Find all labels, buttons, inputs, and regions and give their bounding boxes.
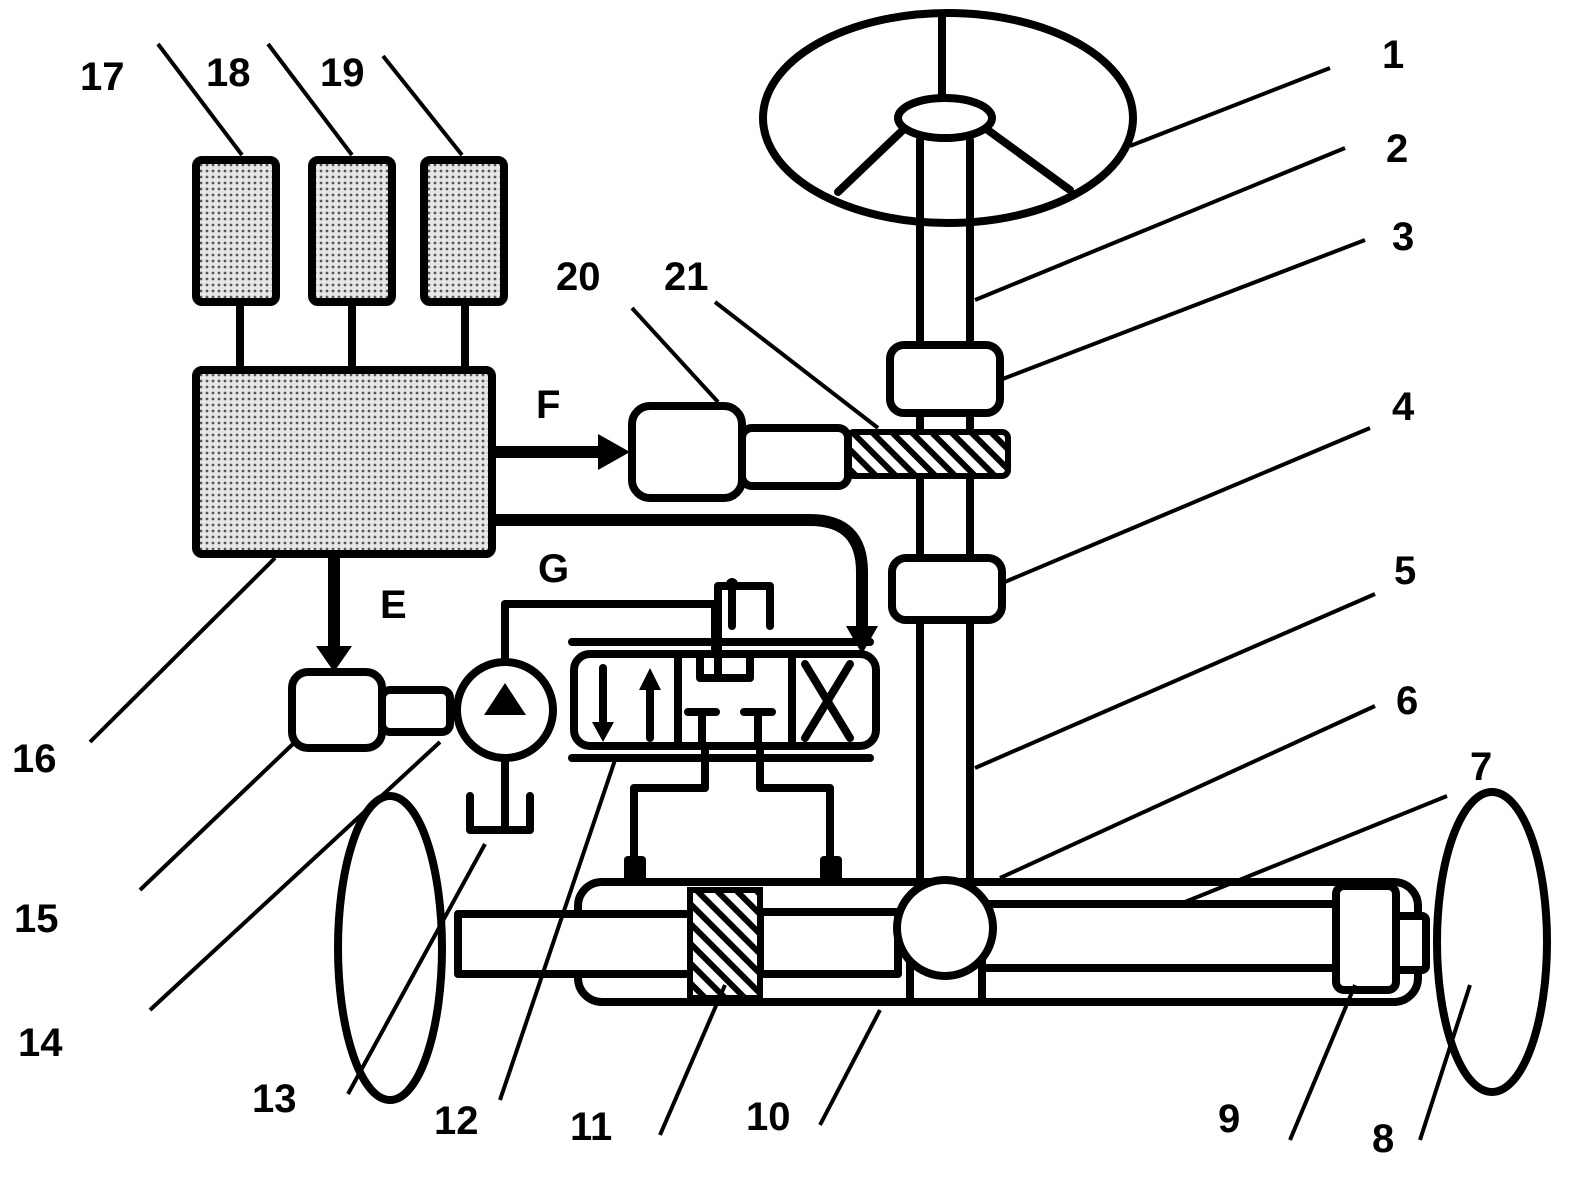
- label-7: 7: [1470, 745, 1492, 789]
- lower-sensor: [892, 558, 1002, 620]
- right-wheel: [1437, 792, 1547, 1092]
- signal-e-arrow: [316, 554, 352, 672]
- label-20: 20: [556, 255, 601, 299]
- label-19: 19: [320, 51, 365, 95]
- label-14: 14: [18, 1021, 63, 1065]
- label-4: 4: [1392, 385, 1415, 429]
- assist-motor: [632, 406, 848, 498]
- sensor-boxes: [196, 160, 504, 372]
- label-5: 5: [1394, 549, 1416, 593]
- label-21: 21: [664, 255, 709, 299]
- signal-label-f: F: [536, 383, 560, 427]
- label-10: 10: [746, 1095, 791, 1139]
- steering-wheel: [763, 13, 1133, 223]
- upper-sensor: [890, 345, 1000, 413]
- label-12: 12: [434, 1099, 479, 1143]
- label-15: 15: [14, 897, 59, 941]
- label-8: 8: [1372, 1117, 1394, 1161]
- label-1: 1: [1382, 33, 1404, 77]
- label-2: 2: [1386, 127, 1408, 171]
- hydraulic-lines: [624, 746, 842, 884]
- label-18: 18: [206, 51, 251, 95]
- label-13: 13: [252, 1077, 297, 1121]
- signal-label-e: E: [380, 583, 407, 627]
- label-16: 16: [12, 737, 57, 781]
- rack-and-cylinder: [458, 880, 1426, 1002]
- label-17: 17: [80, 55, 125, 99]
- pump-motor: [292, 672, 450, 748]
- steering-column: [920, 140, 970, 885]
- controller-ecu: [196, 370, 492, 554]
- label-3: 3: [1392, 215, 1414, 259]
- label-9: 9: [1218, 1097, 1240, 1141]
- label-11: 11: [570, 1105, 612, 1149]
- signal-f-arrow: [492, 434, 630, 470]
- signal-label-g: G: [538, 547, 569, 591]
- worm-gear: [848, 432, 1008, 476]
- label-6: 6: [1396, 679, 1418, 723]
- reservoir-tank: [470, 796, 530, 830]
